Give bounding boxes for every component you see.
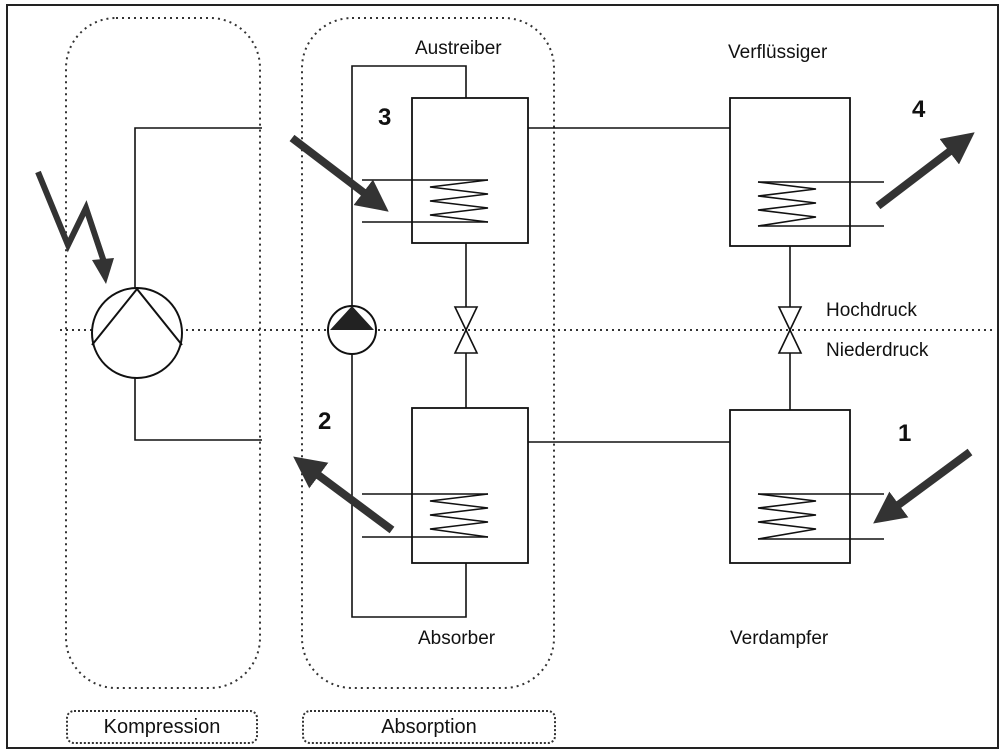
heat-flow-number-2: 2: [318, 408, 332, 435]
kompression-group-label: Kompression: [66, 710, 258, 744]
verdampfer-coil-icon: [757, 493, 884, 540]
niederdruck-label: Niederdruck: [826, 340, 929, 361]
absorber-box: [411, 407, 529, 564]
lightning-icon: [35, 170, 114, 284]
compressor-icon: [91, 287, 183, 379]
hochdruck-label: Hochdruck: [826, 300, 917, 321]
solution-valve-icon: [453, 306, 479, 354]
austreiber-box: [411, 97, 529, 244]
solution-loop-lower: [351, 352, 467, 618]
absorber-label: Absorber: [418, 628, 496, 649]
compressor-lower-line: [134, 372, 262, 441]
absorber-coil-icon: [362, 493, 489, 538]
heat-arrow-1: [873, 448, 973, 524]
absorption-boundary: [301, 17, 555, 689]
austreiber-label: Austreiber: [415, 38, 502, 59]
solution-pump-icon: [327, 305, 377, 355]
heat-flow-number-1: 1: [898, 420, 912, 447]
verdampfer-label: Verdampfer: [730, 628, 829, 649]
heat-arrow-2: [293, 456, 395, 534]
verfluessiger-box: [729, 97, 851, 247]
kompression-boundary: [65, 17, 261, 689]
diagram-frame: [6, 4, 999, 749]
heat-flow-number-4: 4: [912, 96, 926, 123]
heat-arrow-4: [875, 132, 975, 210]
verfluessiger-label: Verflüssiger: [728, 42, 828, 63]
compressor-upper-line: [134, 127, 262, 298]
verfluessiger-coil-icon: [757, 181, 884, 227]
refrigerant-valve-icon: [777, 306, 803, 354]
heat-arrow-3: [289, 134, 389, 212]
absorption-group-label: Absorption: [302, 710, 556, 744]
verdampfer-box: [729, 409, 851, 564]
heat-flow-number-3: 3: [378, 104, 392, 131]
